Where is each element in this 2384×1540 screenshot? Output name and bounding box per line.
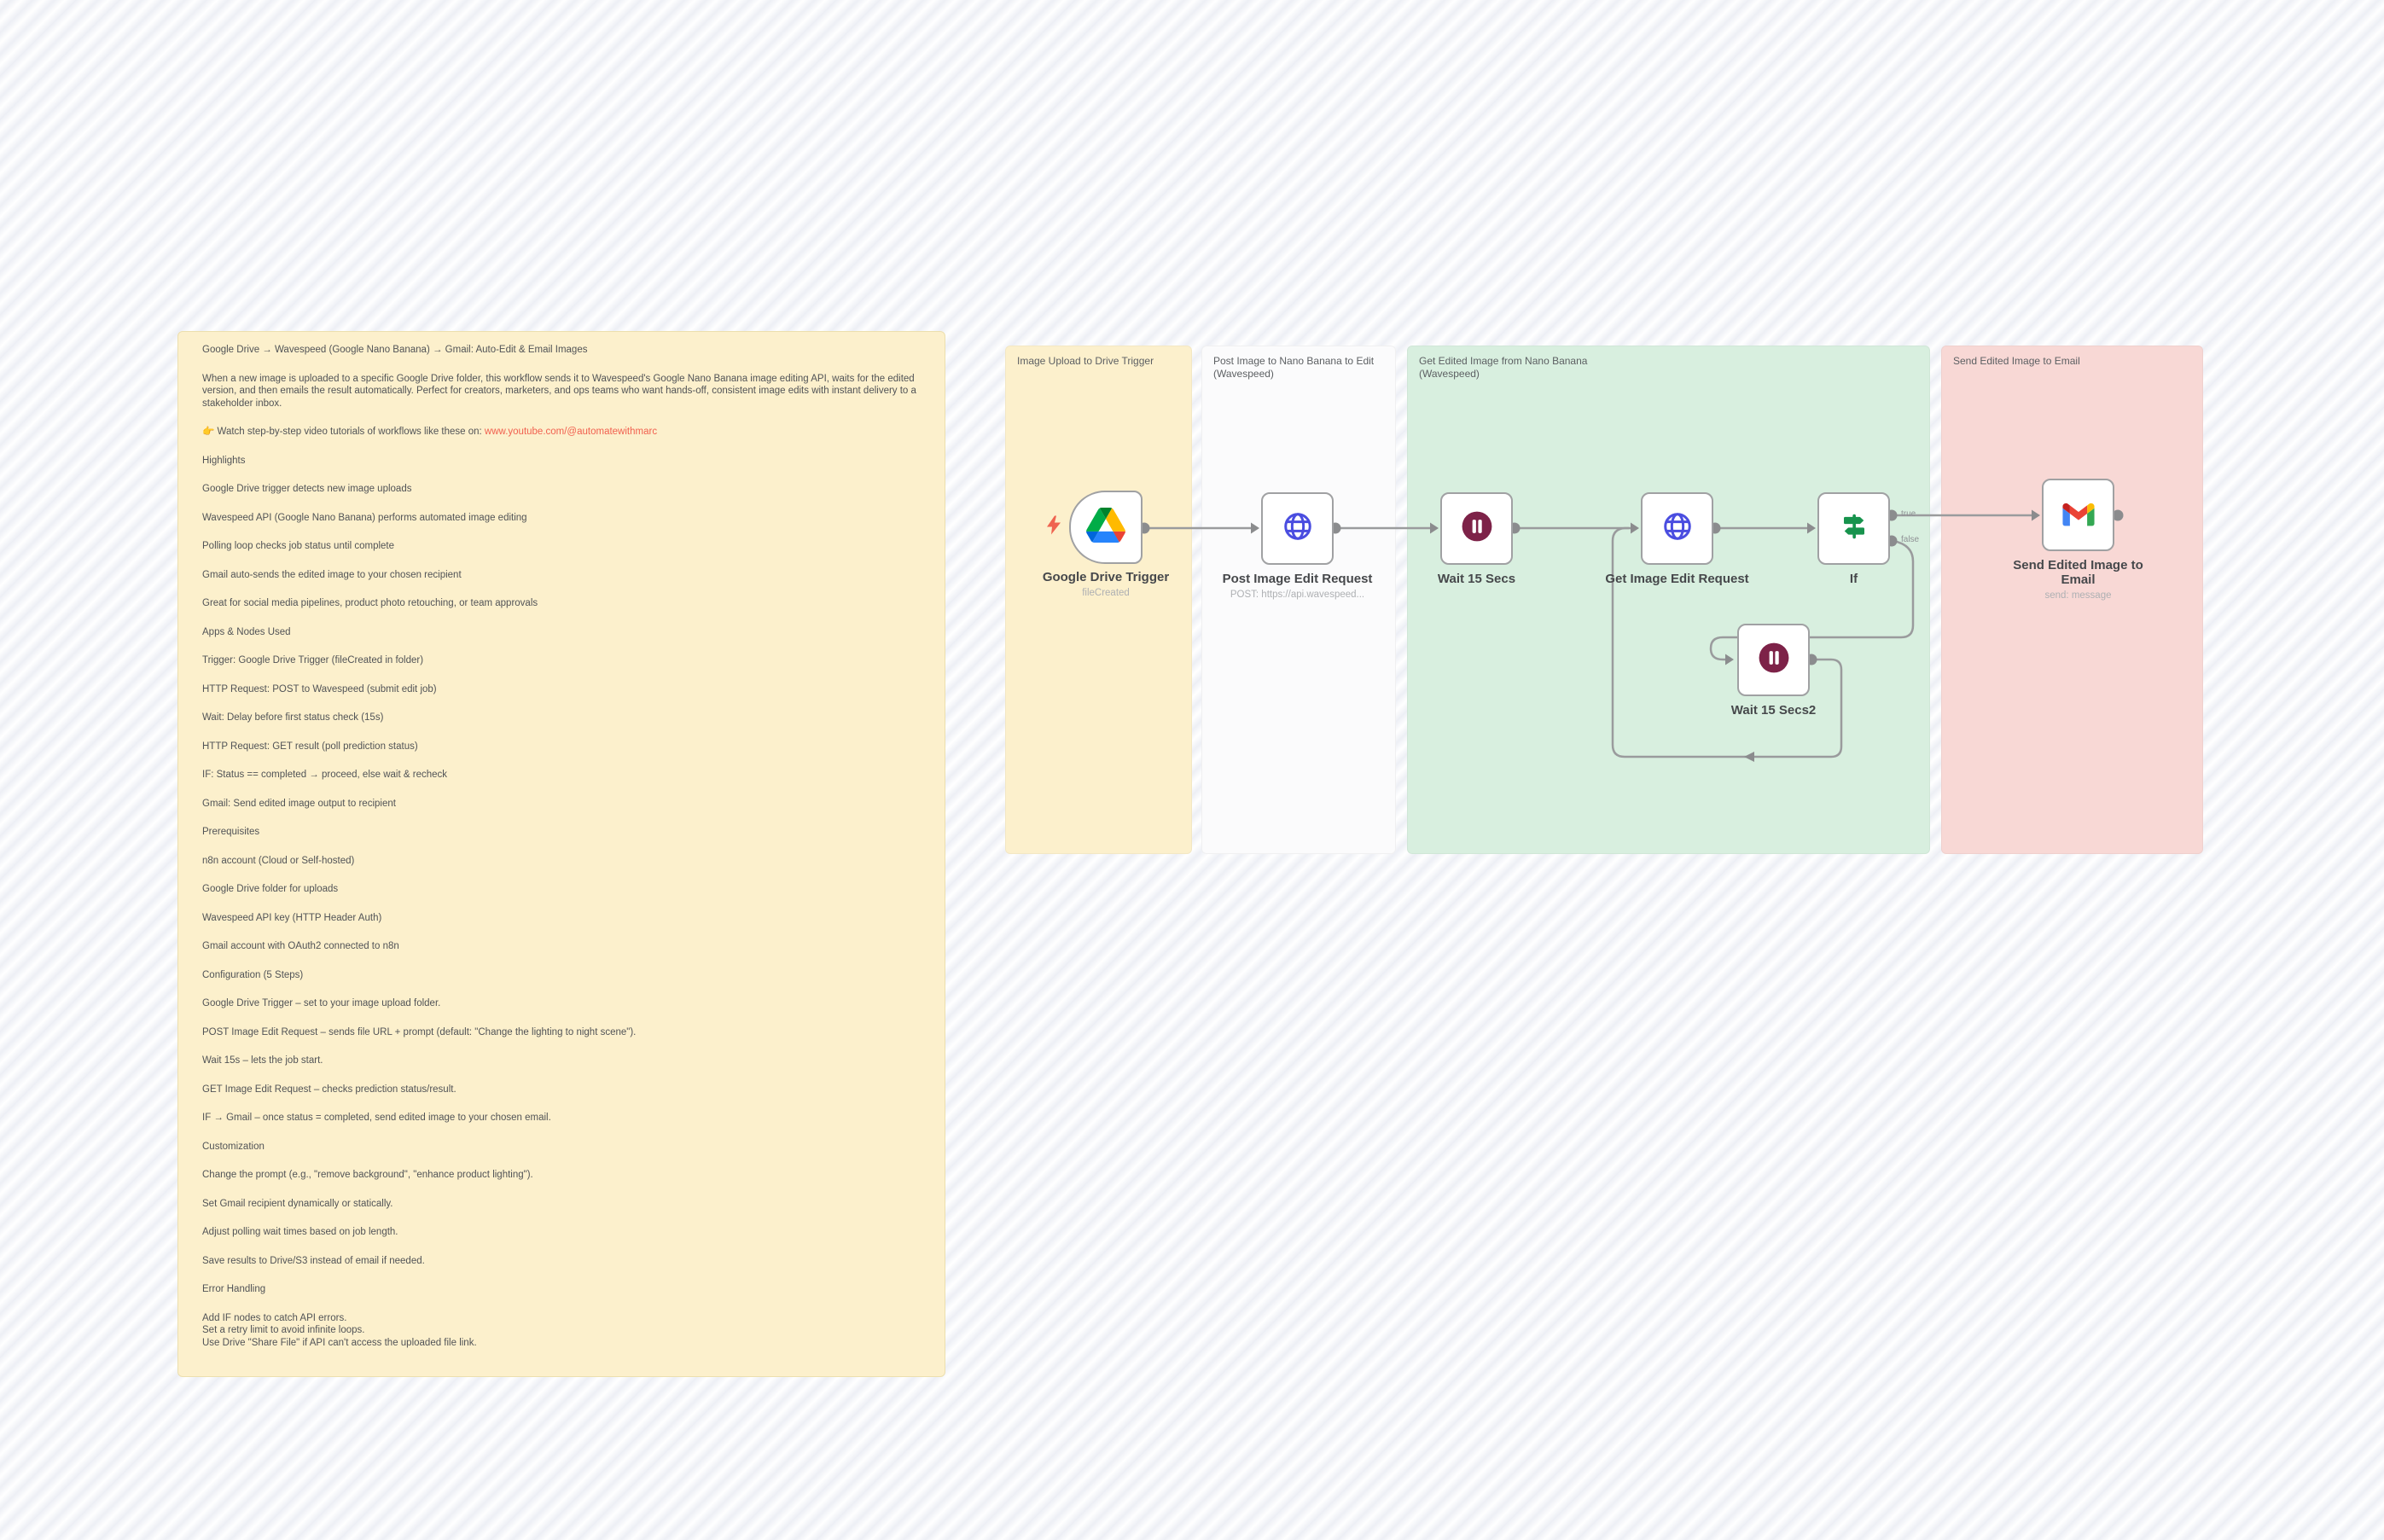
note-paragraph: Google Drive Trigger – set to your image… xyxy=(202,998,441,1008)
node-send-edited-image-to-email[interactable]: Send Edited Image to Email send: message xyxy=(2013,479,2143,601)
youtube-link[interactable]: www.youtube.com/@automatewithmarc xyxy=(484,427,658,437)
note-paragraph: Wavespeed API (Google Nano Banana) perfo… xyxy=(202,512,527,523)
note-paragraph: Gmail auto-sends the edited image to you… xyxy=(202,569,462,580)
node-if[interactable]: If xyxy=(1817,492,1890,586)
note-cta-text: 👉 Watch step-by-step video tutorials of … xyxy=(202,427,485,437)
note-cta: 👉 Watch step-by-step video tutorials of … xyxy=(202,426,921,439)
node-wait-15-secs2[interactable]: Wait 15 Secs2 xyxy=(1731,624,1816,718)
note-paragraph: HTTP Request: POST to Wavespeed (submit … xyxy=(202,683,437,694)
pause-icon xyxy=(1758,642,1790,678)
group-label: Get Edited Image from Nano Banana (Waves… xyxy=(1419,355,1588,380)
node-google-drive-trigger[interactable]: Google Drive Trigger fileCreated xyxy=(1043,491,1169,598)
note-title: Google Drive → Wavespeed (Google Nano Ba… xyxy=(202,345,588,355)
note-paragraph: IF: Status == completed → proceed, else … xyxy=(202,770,448,780)
note-paragraph: Apps & Nodes Used xyxy=(202,626,291,637)
note-paragraph: Add IF nodes to catch API errors. Set a … xyxy=(202,1312,477,1348)
note-paragraph: Prerequisites xyxy=(202,827,260,837)
group-post-image[interactable]: Post Image to Nano Banana to Edit (Waves… xyxy=(1201,346,1396,854)
note-intro: When a new image is uploaded to a specif… xyxy=(202,373,916,409)
node-get-image-edit-request[interactable]: Get Image Edit Request xyxy=(1605,492,1749,586)
note-paragraph: Wavespeed API key (HTTP Header Auth) xyxy=(202,912,382,923)
note-paragraph: Configuration (5 Steps) xyxy=(202,969,304,980)
sticky-note-documentation[interactable]: Google Drive → Wavespeed (Google Nano Ba… xyxy=(177,331,945,1377)
note-paragraph: POST Image Edit Request – sends file URL… xyxy=(202,1026,637,1037)
pause-icon xyxy=(1461,510,1493,547)
note-paragraph: Google Drive trigger detects new image u… xyxy=(202,484,412,494)
note-paragraph: Trigger: Google Drive Trigger (fileCreat… xyxy=(202,655,424,665)
globe-icon xyxy=(1661,510,1694,547)
trigger-bolt-icon xyxy=(1044,515,1064,540)
note-paragraph: Save results to Drive/S3 instead of emai… xyxy=(202,1255,425,1266)
note-paragraph: HTTP Request: GET result (poll predictio… xyxy=(202,741,418,752)
note-paragraph: IF → Gmail – once status = completed, se… xyxy=(202,1113,551,1123)
node-wait-15-secs[interactable]: Wait 15 Secs xyxy=(1438,492,1515,586)
note-paragraph: Wait 15s – lets the job start. xyxy=(202,1055,323,1066)
note-paragraph: GET Image Edit Request – checks predicti… xyxy=(202,1084,456,1095)
group-image-upload[interactable]: Image Upload to Drive Trigger xyxy=(1005,346,1192,854)
note-paragraph: Wait: Delay before first status check (1… xyxy=(202,712,384,723)
note-paragraph: Customization xyxy=(202,1141,265,1152)
note-paragraph: Adjust polling wait times based on job l… xyxy=(202,1227,398,1237)
note-paragraph: Change the prompt (e.g., "remove backgro… xyxy=(202,1170,533,1180)
signpost-icon xyxy=(1839,511,1869,546)
group-get-edited-image[interactable]: Get Edited Image from Nano Banana (Waves… xyxy=(1407,346,1930,854)
group-label: Send Edited Image to Email xyxy=(1953,355,2080,367)
google-drive-icon xyxy=(1086,508,1125,547)
gmail-icon xyxy=(2061,498,2096,532)
globe-icon xyxy=(1282,510,1314,547)
note-paragraph: Highlights xyxy=(202,455,246,466)
note-paragraph: Google Drive folder for uploads xyxy=(202,884,339,894)
note-paragraph: Gmail: Send edited image output to recip… xyxy=(202,798,396,809)
note-paragraph: Set Gmail recipient dynamically or stati… xyxy=(202,1198,393,1209)
note-paragraph: Error Handling xyxy=(202,1284,266,1294)
note-paragraph: Polling loop checks job status until com… xyxy=(202,541,395,551)
group-label: Post Image to Nano Banana to Edit (Waves… xyxy=(1213,355,1375,380)
node-post-image-edit-request[interactable]: Post Image Edit Request POST: https://ap… xyxy=(1223,492,1372,600)
note-paragraph: Great for social media pipelines, produc… xyxy=(202,598,538,608)
group-send-email[interactable]: Send Edited Image to Email xyxy=(1941,346,2203,854)
note-paragraph: Gmail account with OAuth2 connected to n… xyxy=(202,941,399,951)
group-label: Image Upload to Drive Trigger xyxy=(1017,355,1154,367)
note-paragraph: n8n account (Cloud or Self-hosted) xyxy=(202,855,355,866)
